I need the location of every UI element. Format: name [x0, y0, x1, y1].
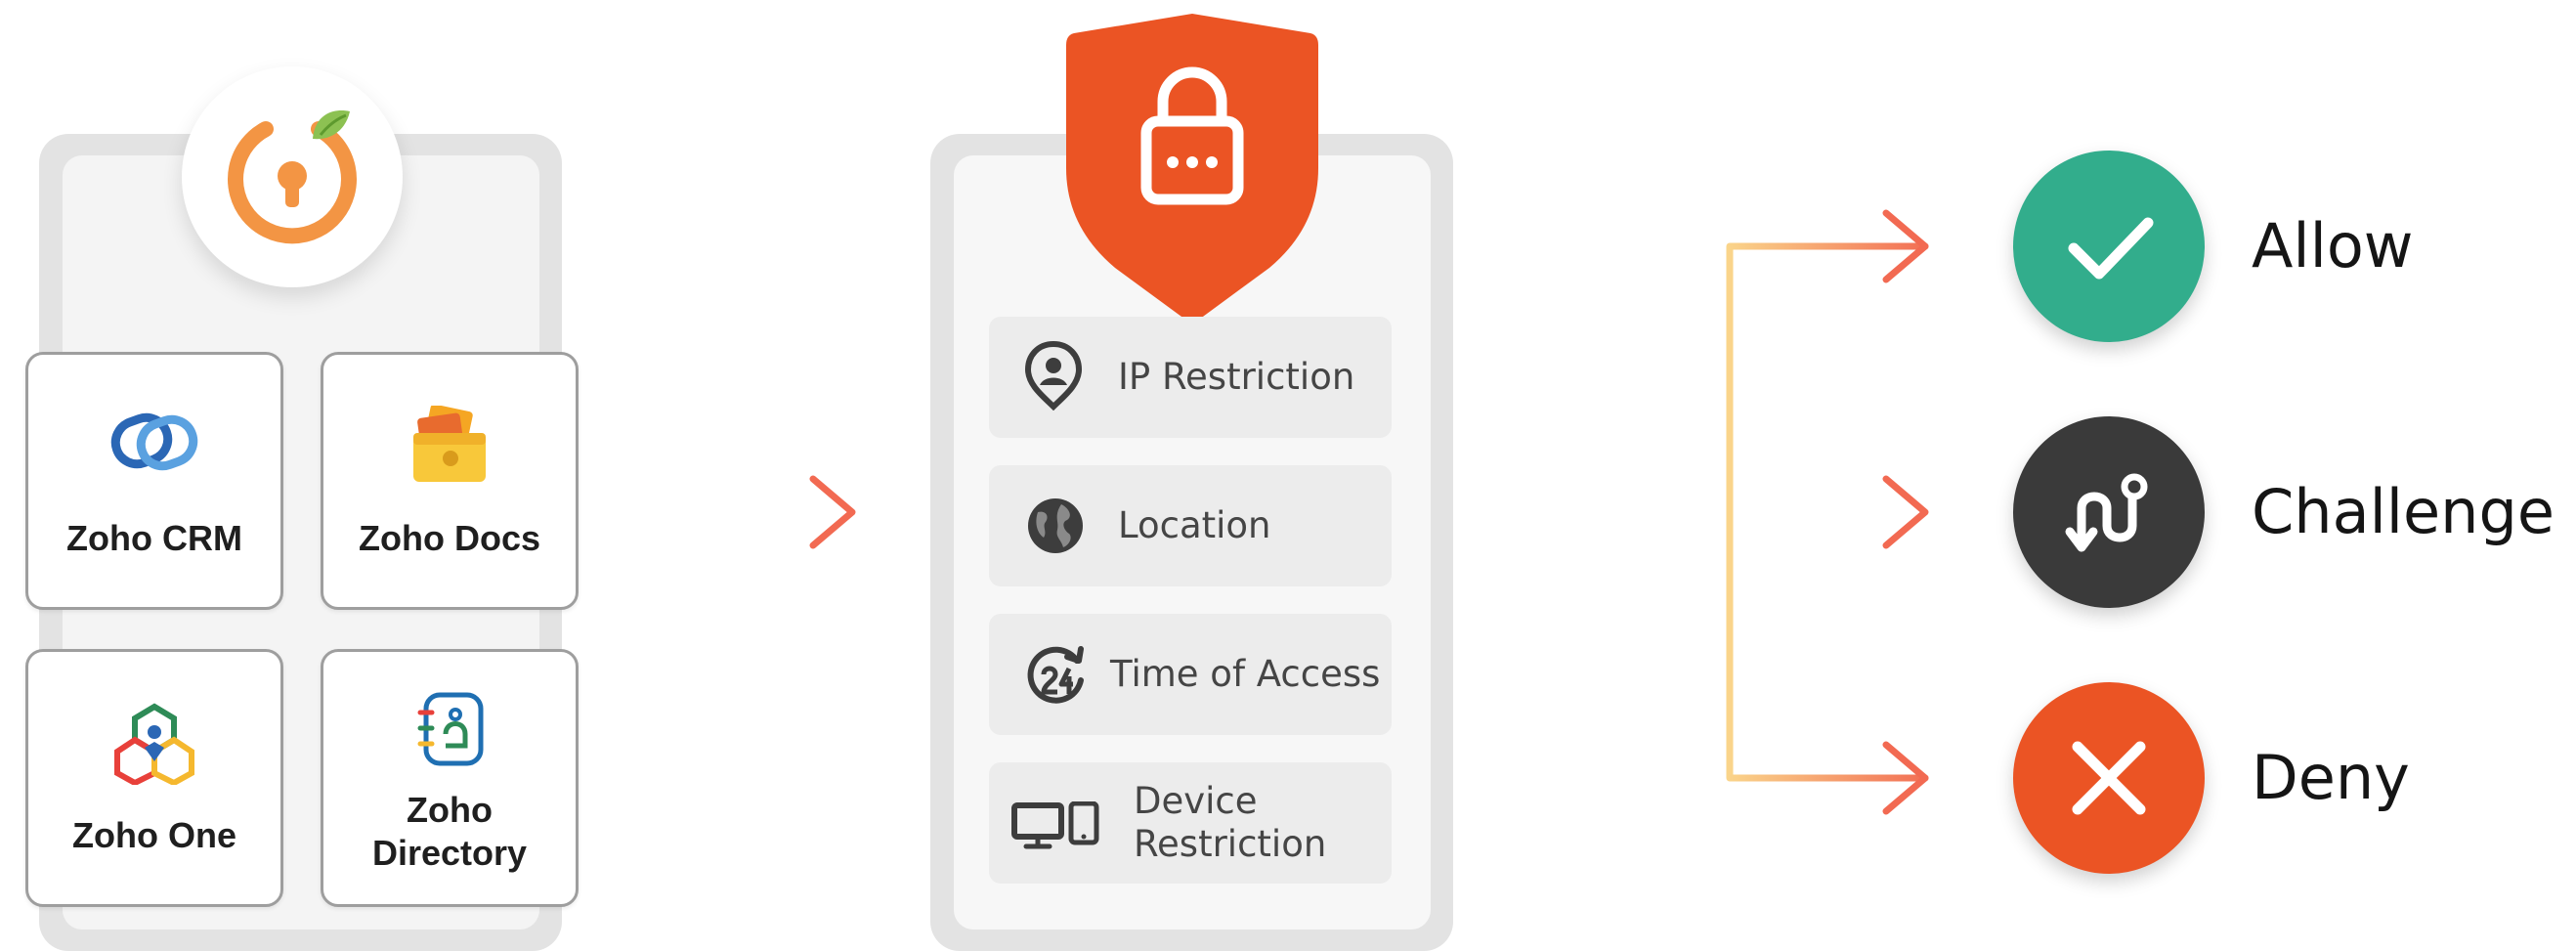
app-card-zoho-one[interactable]: Zoho One — [25, 649, 283, 907]
app-label: Zoho Docs — [359, 518, 540, 558]
app-label-line1: Zoho — [407, 790, 493, 830]
clock-24-icon — [1027, 646, 1084, 704]
shield-lock-icon — [1066, 14, 1318, 324]
policy-location[interactable]: Location — [989, 465, 1392, 586]
check-icon — [2068, 217, 2154, 280]
app-label-line2: Directory — [371, 833, 528, 873]
zoho-vault-badge — [182, 66, 403, 287]
policy-label-line1: Device — [1134, 780, 1258, 822]
app-label: Zoho CRM — [66, 518, 242, 558]
outcome-deny-badge — [2013, 682, 2205, 874]
outcome-deny-label: Deny — [2252, 742, 2410, 813]
app-label: Zoho One — [72, 815, 236, 855]
outcome-challenge-badge — [2013, 416, 2205, 608]
policy-label: IP Restriction — [1118, 356, 1355, 398]
close-icon — [2072, 741, 2146, 815]
policy-ip-restriction[interactable]: IP Restriction — [989, 317, 1392, 438]
zoho-crm-icon — [110, 412, 198, 471]
outcome-allow-label: Allow — [2252, 210, 2414, 281]
zoho-docs-icon — [413, 406, 486, 482]
devices-icon — [1011, 801, 1099, 849]
globe-icon — [1028, 498, 1083, 553]
policy-label: Time of Access — [1110, 653, 1381, 695]
flow-arrows-policies-to-outcomes — [1515, 209, 1929, 815]
zoho-vault-logo-icon — [228, 110, 357, 244]
zoho-directory-icon — [417, 692, 484, 766]
location-pin-icon — [1024, 340, 1083, 411]
policy-device-restriction[interactable]: Device Restriction — [989, 762, 1392, 884]
route-icon — [2065, 473, 2148, 552]
outcome-allow-badge — [2013, 151, 2205, 342]
flow-arrow-apps-to-policies — [645, 475, 856, 549]
zoho-one-icon — [114, 703, 194, 785]
app-card-zoho-docs[interactable]: Zoho Docs — [321, 352, 579, 610]
policy-label-line2: Restriction — [1134, 823, 1327, 865]
app-card-zoho-directory[interactable]: Zoho Directory — [321, 649, 579, 907]
app-card-zoho-crm[interactable]: Zoho CRM — [25, 352, 283, 610]
policy-time-of-access[interactable]: Time of Access — [989, 614, 1392, 735]
outcome-challenge-label: Challenge — [2252, 476, 2555, 547]
policy-label: Location — [1118, 504, 1271, 546]
